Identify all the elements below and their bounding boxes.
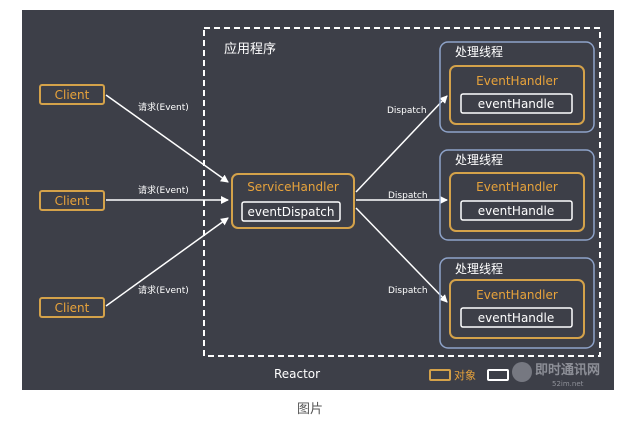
processing-thread: 处理线程 EventHandler eventHandle: [439, 41, 595, 133]
dispatch-label: Dispatch: [388, 191, 428, 201]
request-arrow: [105, 94, 229, 183]
service-handler-method: eventDispatch: [248, 205, 335, 219]
thread-title: 处理线程: [455, 152, 503, 167]
app-label: 应用程序: [224, 41, 276, 57]
figure-caption: 图片: [296, 402, 323, 417]
dispatch-label: Dispatch: [388, 286, 428, 296]
client-node: Client: [39, 84, 105, 105]
dispatch-arrow: [355, 207, 448, 303]
watermark-site: 52im.net: [552, 380, 584, 388]
client-node: Client: [39, 190, 105, 211]
event-handler-title: EventHandler: [476, 74, 558, 88]
event-handle-method: eventHandle: [478, 97, 555, 111]
thread-title: 处理线程: [455, 261, 503, 276]
legend-method-swatch: [487, 369, 509, 381]
event-handle-method: eventHandle: [478, 204, 555, 218]
watermark-logo-icon: [512, 362, 532, 382]
legend-object-label: 对象: [454, 368, 476, 382]
client-label: Client: [55, 301, 90, 315]
event-handler-title: EventHandler: [476, 180, 558, 194]
app-container: [203, 27, 601, 357]
processing-thread: 处理线程 EventHandler eventHandle: [439, 257, 595, 349]
diagram-svg: 应用程序 Client Client Client 请求(Event) 请求(E…: [39, 27, 601, 388]
service-handler-node: ServiceHandler eventDispatch: [231, 173, 355, 229]
watermark: 即时通讯网 52im.net: [512, 362, 600, 388]
service-handler-title: ServiceHandler: [247, 180, 339, 194]
request-label: 请求(Event): [138, 284, 189, 296]
client-label: Client: [55, 88, 90, 102]
reactor-label: Reactor: [274, 367, 320, 381]
client-node: Client: [39, 297, 105, 318]
event-handle-method: eventHandle: [478, 311, 555, 325]
legend: 对象: [429, 368, 509, 382]
processing-thread: 处理线程 EventHandler eventHandle: [439, 149, 595, 241]
event-handler-title: EventHandler: [476, 288, 558, 302]
event-handler-box: [449, 279, 585, 339]
event-handler-box: [449, 172, 585, 232]
event-handler-box: [449, 65, 585, 125]
client-label: Client: [55, 194, 90, 208]
dispatch-arrow: [355, 95, 448, 193]
diagram-panel: 应用程序 Client Client Client 请求(Event) 请求(E…: [22, 10, 614, 390]
request-label: 请求(Event): [138, 101, 189, 113]
thread-title: 处理线程: [455, 44, 503, 59]
watermark-brand: 即时通讯网: [535, 362, 600, 378]
request-label: 请求(Event): [138, 184, 189, 196]
dispatch-label: Dispatch: [387, 106, 427, 116]
legend-object-swatch: [429, 369, 451, 381]
request-arrow: [105, 217, 229, 307]
